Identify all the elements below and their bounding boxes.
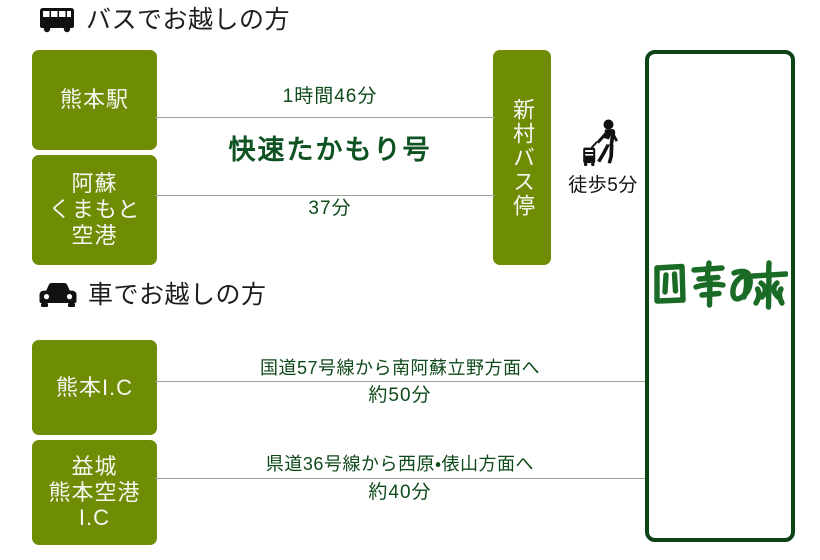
connector-airport-to-bus-stop <box>155 195 495 196</box>
connector-kumamoto-ic-to-destination <box>155 381 647 382</box>
car-icon <box>38 282 78 308</box>
connector-kumamoto-station-to-bus-stop <box>155 117 495 118</box>
connector-mashiki-ic-to-destination <box>155 478 647 479</box>
shiki-no-mori-logo <box>649 259 791 313</box>
walking-traveler-icon <box>560 118 646 168</box>
car-section-heading: 車でお越しの方 <box>38 282 267 308</box>
node-kumamoto-station-label: 熊本駅 <box>59 87 129 113</box>
node-mashiki-kumamoto-airport-ic: 益城 熊本空港 I.C <box>32 440 157 545</box>
walking-transfer-label: 徒歩5分 <box>568 175 638 196</box>
node-shinmura-bus-stop-label: 新村バス停 <box>510 97 535 218</box>
car-section-heading-label: 車でお越しの方 <box>88 280 267 309</box>
node-kumamoto-ic: 熊本I.C <box>32 340 157 435</box>
node-kumamoto-station: 熊本駅 <box>32 50 157 150</box>
bus-section-heading: バスでお越しの方 <box>38 7 290 33</box>
car-route-2-duration: 約40分 <box>368 482 432 503</box>
bus-service-name: 快速たかもり号 <box>228 135 432 165</box>
car-route-1-duration: 約50分 <box>368 385 432 406</box>
car-route-2-road: 県道36号線から西原・俵山方面へ <box>265 454 535 474</box>
bus-section-heading-label: バスでお越しの方 <box>86 5 291 34</box>
node-aso-kumamoto-airport-label: 阿蘇 くまもと 空港 <box>48 171 141 248</box>
bus-route-1-duration: 1時間46分 <box>282 86 378 107</box>
bus-route-2-duration: 37分 <box>308 198 352 219</box>
node-aso-kumamoto-airport: 阿蘇 くまもと 空港 <box>32 155 157 265</box>
bus-icon <box>38 7 76 33</box>
node-kumamoto-ic-label: 熊本I.C <box>55 374 134 400</box>
node-shinmura-bus-stop: 新村バス停 <box>493 50 551 265</box>
node-mashiki-kumamoto-airport-ic-label: 益城 熊本空港 I.C <box>48 453 141 531</box>
walking-transfer: 徒歩5分 <box>560 118 646 197</box>
destination-panel <box>645 50 795 542</box>
car-route-1-road: 国道57号線から南阿蘇立野方面へ <box>259 358 541 378</box>
